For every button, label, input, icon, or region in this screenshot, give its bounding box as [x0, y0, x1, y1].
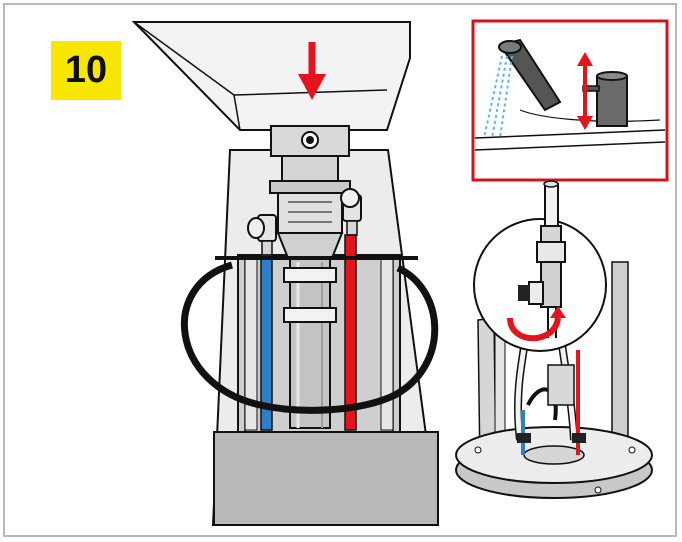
- mixer-body-icon: [582, 71, 628, 127]
- faucet-inset: [471, 19, 669, 182]
- faucet-spout-icon: [483, 38, 562, 139]
- arrow-down-icon: [298, 42, 326, 100]
- flexible-hose: [181, 261, 439, 414]
- step-number-badge: 10: [51, 41, 121, 100]
- arrow-up-down-icon: [577, 52, 593, 130]
- hot-water-pipe: [344, 234, 357, 431]
- basin: [131, 21, 411, 157]
- valve-right: [340, 188, 362, 236]
- rotate-arrow-icon: [507, 306, 566, 342]
- magnifier-detail: [473, 180, 607, 352]
- valve-left: [247, 214, 277, 256]
- cold-water-pipe: [260, 254, 273, 431]
